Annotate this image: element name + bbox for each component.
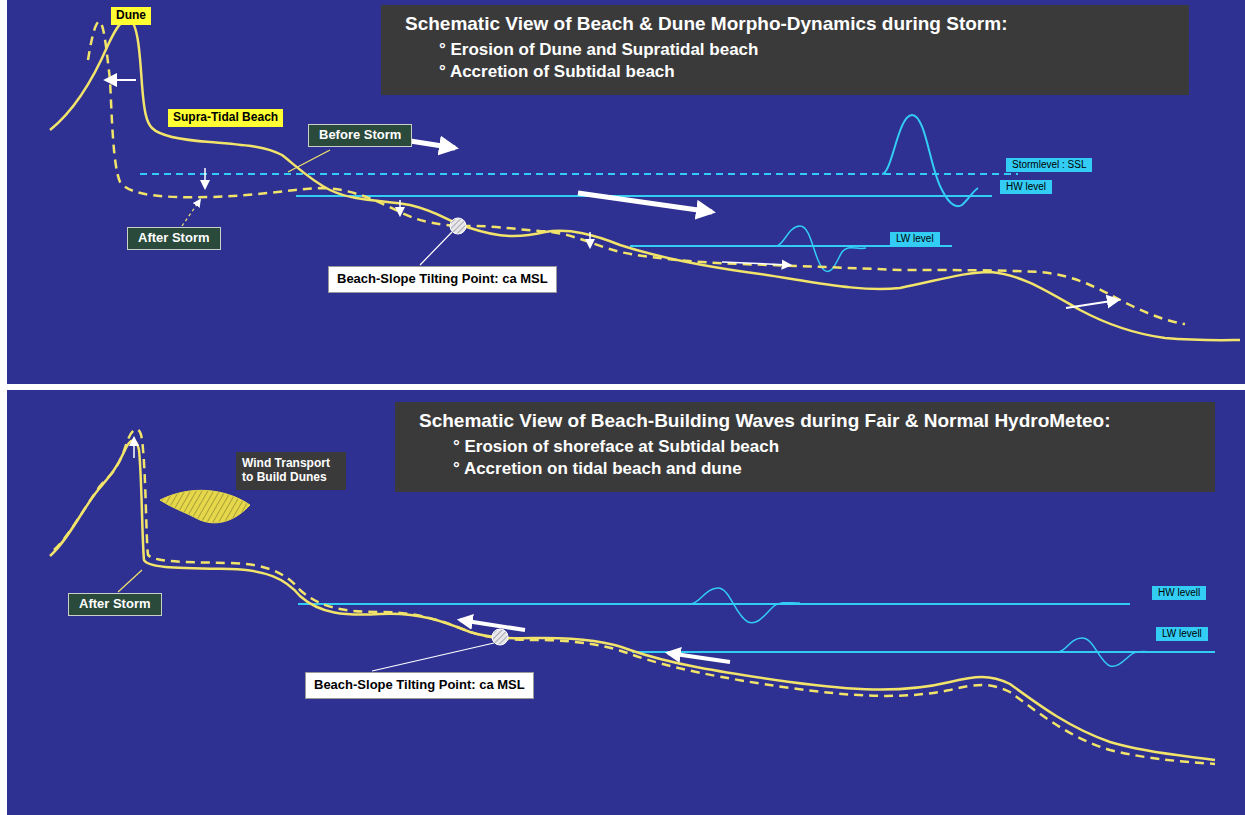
fair-wave [690, 588, 800, 623]
offshore-transport-arrow [722, 262, 790, 265]
erosion-arrow [204, 168, 206, 188]
callout-box: Beach-Slope Tilting Point: ca MSL [305, 672, 534, 699]
label-text: Supra-Tidal Beach [173, 111, 278, 125]
storm-wave [882, 115, 978, 206]
label-text: Schematic View of Beach-Building Waves d… [419, 410, 1193, 432]
dune-growth-arrow [133, 438, 135, 458]
fair-wave [1058, 638, 1152, 666]
dune-retreat-arrow [106, 79, 136, 81]
state-label: Before Storm [308, 124, 412, 147]
lw-level-line [632, 651, 1215, 653]
bottom-panel [7, 390, 1245, 815]
label-text: Beach-Slope Tilting Point: ca MSL [337, 272, 548, 287]
label-text: Before Storm [319, 128, 401, 143]
callout-box: Wind Transport to Build Dunes [236, 452, 346, 490]
bullet-text: ° Erosion of Dune and Supratidal beach [405, 40, 1167, 60]
water-level-label: HW level [1000, 180, 1052, 194]
heading-box: Schematic View of Beach-Building Waves d… [395, 402, 1215, 492]
erosion-arrow [589, 232, 591, 247]
leader-line [182, 200, 200, 226]
feature-label: Dune [111, 7, 151, 25]
label-text: Dune [116, 9, 146, 23]
label-text: Stormlevel : SSL [1012, 159, 1086, 171]
leader-line [420, 232, 452, 265]
water-level-label: Stormlevel : SSL [1006, 158, 1092, 172]
wind-transport-patch [160, 490, 250, 523]
onshore-transport-arrow [668, 653, 730, 662]
onshore-transport-arrow [460, 620, 525, 630]
offshore-transport-arrow [1066, 300, 1118, 308]
water-level-label: LW level [890, 232, 940, 246]
state-label: After Storm [127, 227, 221, 250]
erosion-arrow [399, 200, 401, 215]
label-text: After Storm [79, 597, 151, 612]
state-label: After Storm [68, 593, 162, 616]
label-text: HW level [1006, 181, 1046, 193]
bullet-text: ° Accretion of Subtidal beach [405, 62, 1167, 82]
water-level-label: LW levell [1156, 627, 1208, 641]
callout-box: Beach-Slope Tilting Point: ca MSL [328, 266, 557, 293]
bullet-text: ° Erosion of shoreface at Subtidal beach [419, 437, 1193, 457]
label-text: Wind Transport to Build Dunes [242, 457, 340, 485]
label-text: Schematic View of Beach & Dune Morpho-Dy… [405, 13, 1167, 35]
top-panel [7, 0, 1245, 384]
label-text: LW level [896, 233, 934, 245]
label-text: LW levell [1162, 628, 1202, 640]
bullet-text: ° Accretion on tidal beach and dune [419, 459, 1193, 479]
tilting-point-symbol [492, 629, 508, 645]
storm-level-line [140, 173, 1018, 175]
hw-level-line [298, 603, 1130, 605]
leader-line [118, 570, 142, 592]
tilting-point-symbol [450, 218, 466, 234]
label-text: After Storm [138, 231, 210, 246]
label-text: HW levell [1158, 587, 1200, 599]
label-text: Beach-Slope Tilting Point: ca MSL [314, 678, 525, 693]
heading-box: Schematic View of Beach & Dune Morpho-Dy… [381, 5, 1189, 95]
offshore-transport-arrow [578, 193, 712, 212]
feature-label: Supra-Tidal Beach [168, 109, 283, 127]
water-level-label: HW levell [1152, 586, 1206, 600]
hw-level-line [296, 195, 992, 197]
leader-line [372, 643, 494, 671]
leader-line [288, 150, 330, 172]
